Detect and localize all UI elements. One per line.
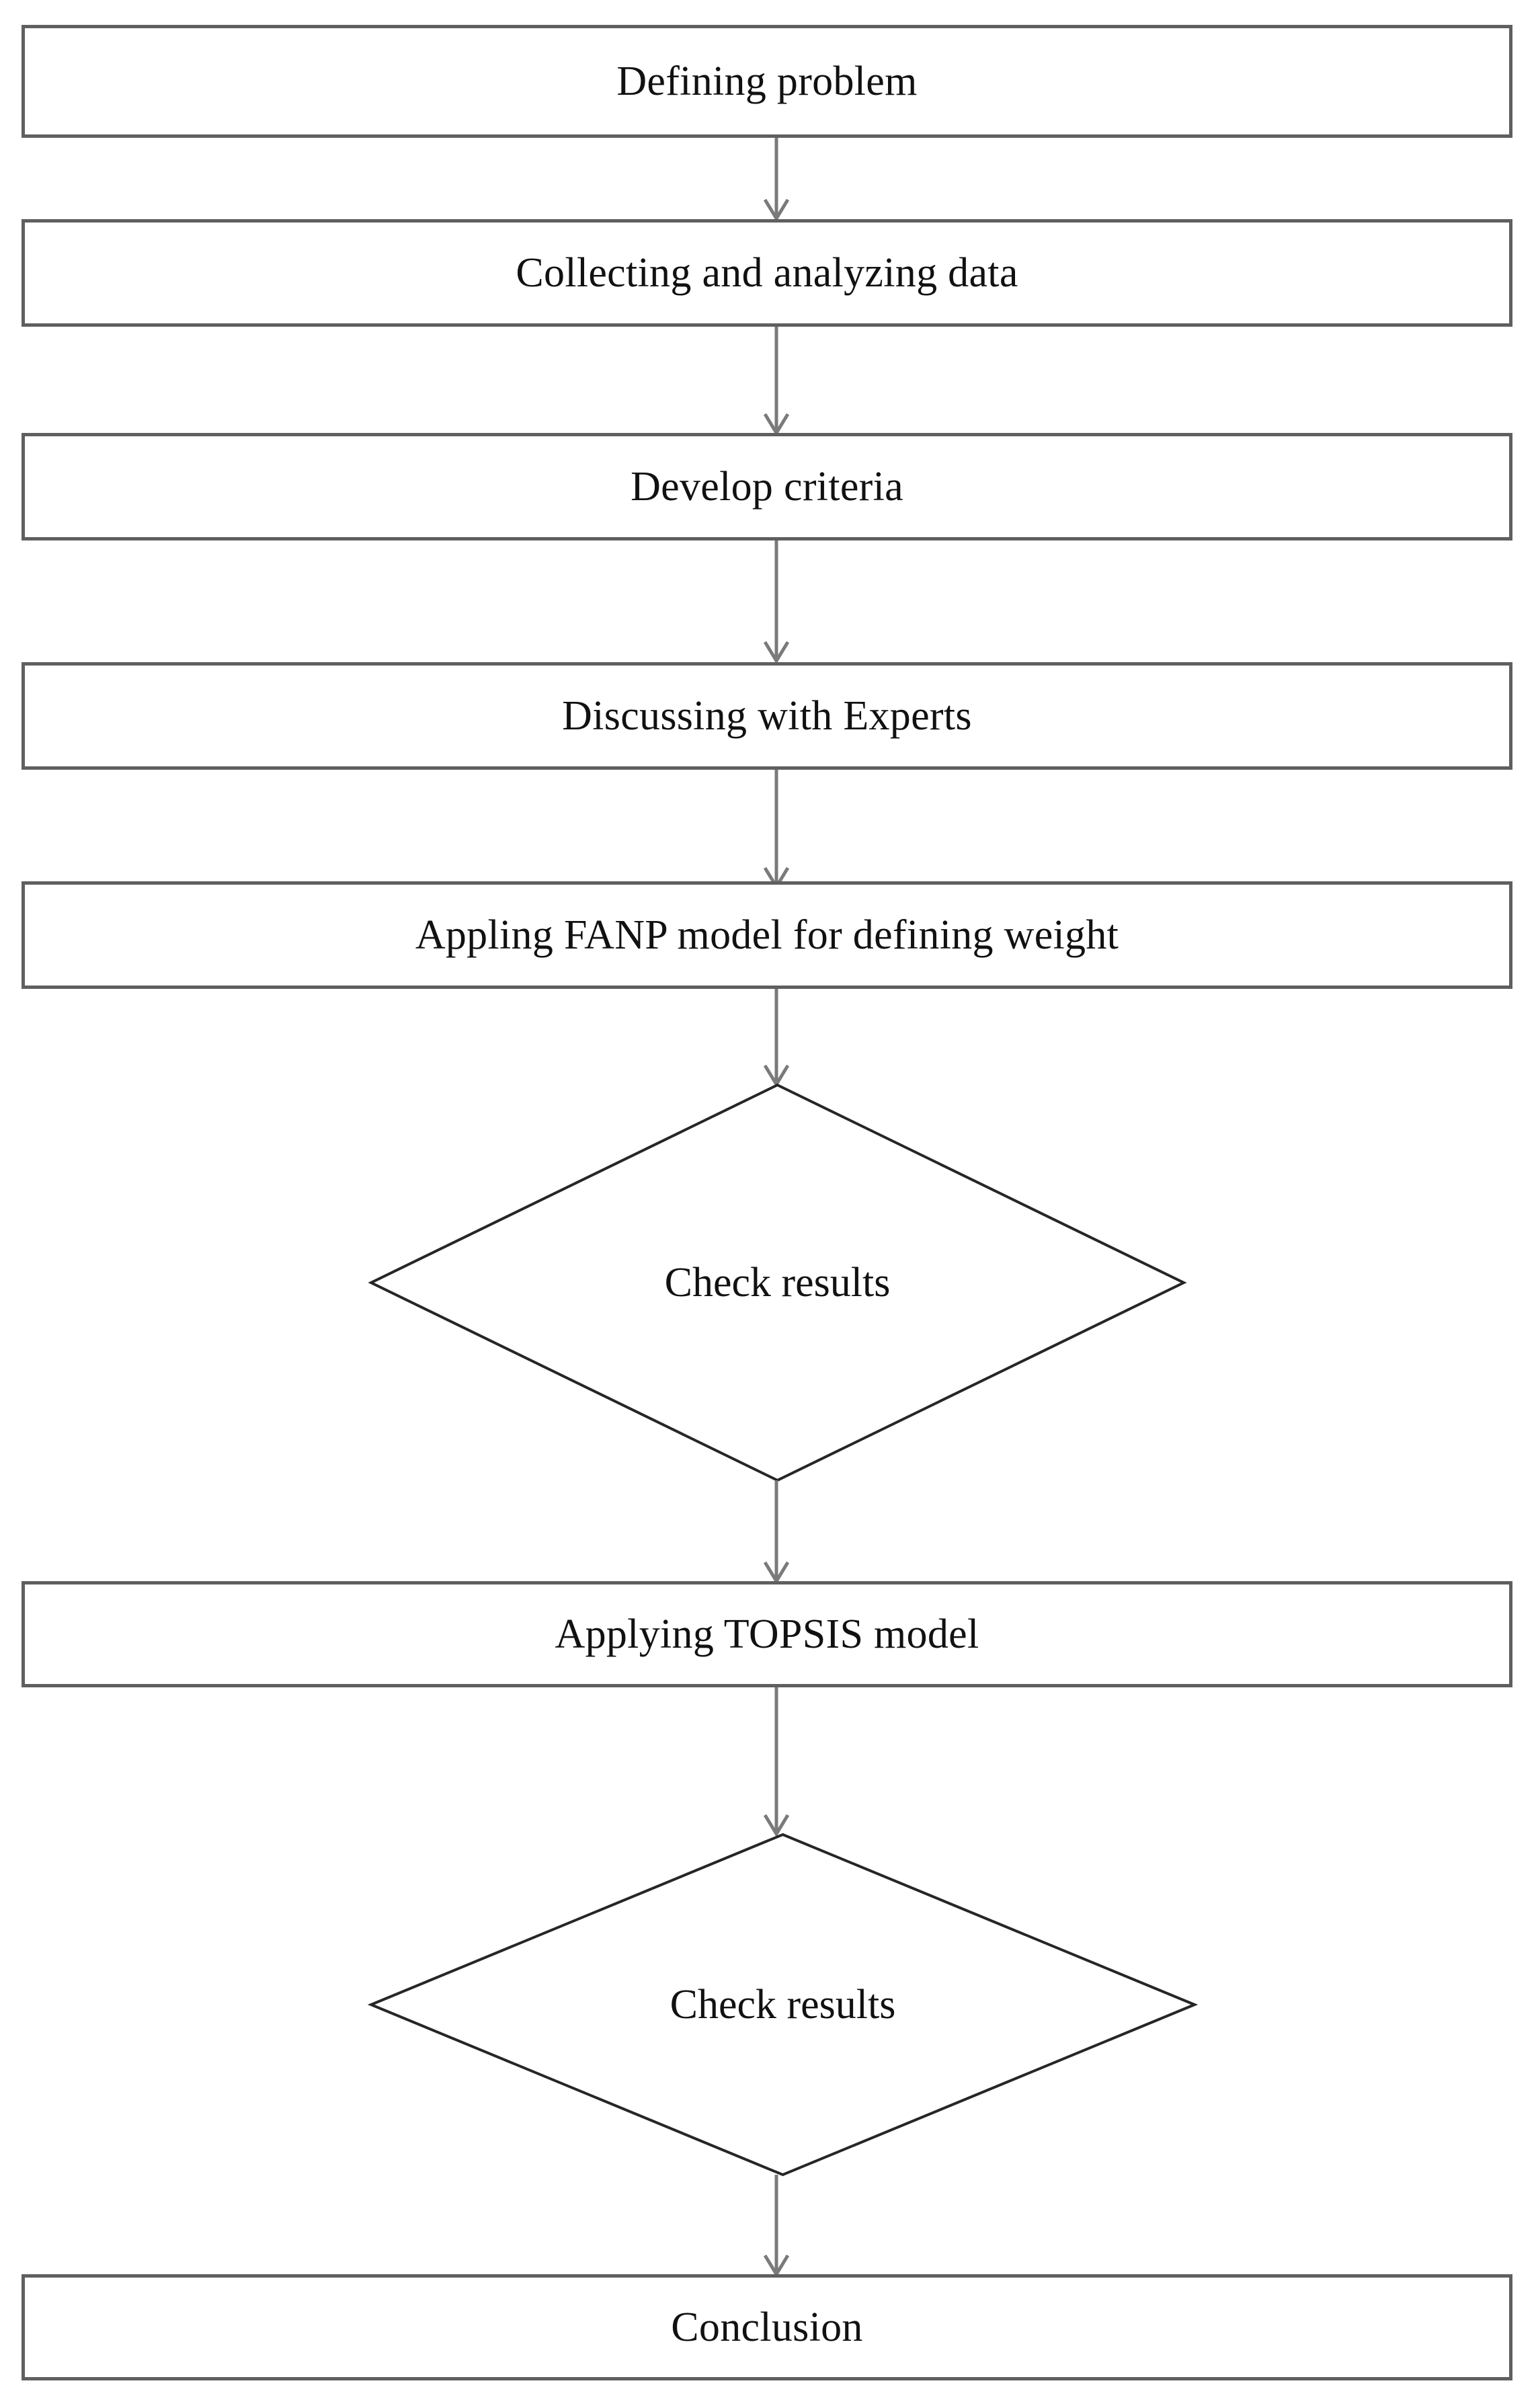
flow-node-appling-fanp-model[interactable]: Appling FANP model for defining weight	[22, 881, 1512, 989]
flow-node-develop-criteria[interactable]: Develop criteria	[22, 433, 1512, 540]
connector-arrow-8	[753, 2175, 800, 2278]
flow-node-discussing-with-experts[interactable]: Discussing with Experts	[22, 662, 1512, 770]
flow-node-applying-topsis-model[interactable]: Applying TOPSIS model	[22, 1581, 1512, 1687]
flow-node-conclusion[interactable]: Conclusion	[22, 2274, 1512, 2380]
flow-node-label: Collecting and analyzing data	[516, 250, 1018, 296]
flow-node-label: Applying TOPSIS model	[555, 1611, 979, 1657]
connector-arrow-4	[753, 770, 800, 890]
flow-node-check-results-topsis[interactable]: Check results	[367, 1833, 1199, 2177]
connector-arrow-1	[753, 138, 800, 222]
connector-arrow-6	[753, 1480, 800, 1584]
flow-node-label: Conclusion	[671, 2304, 863, 2350]
connector-arrow-5	[753, 989, 800, 1088]
connector-arrow-3	[753, 540, 800, 664]
flow-node-label: Develop criteria	[631, 464, 903, 510]
flow-node-collecting-analyzing-data[interactable]: Collecting and analyzing data	[22, 219, 1512, 327]
flow-node-label: Discussing with Experts	[562, 693, 972, 739]
flow-node-label: Defining problem	[616, 58, 918, 104]
flow-node-check-results-fanp[interactable]: Check results	[368, 1083, 1187, 1482]
flow-node-defining-problem[interactable]: Defining problem	[22, 25, 1512, 138]
connector-arrow-7	[753, 1687, 800, 1837]
flow-node-label: Appling FANP model for defining weight	[415, 912, 1119, 958]
connector-arrow-2	[753, 327, 800, 436]
